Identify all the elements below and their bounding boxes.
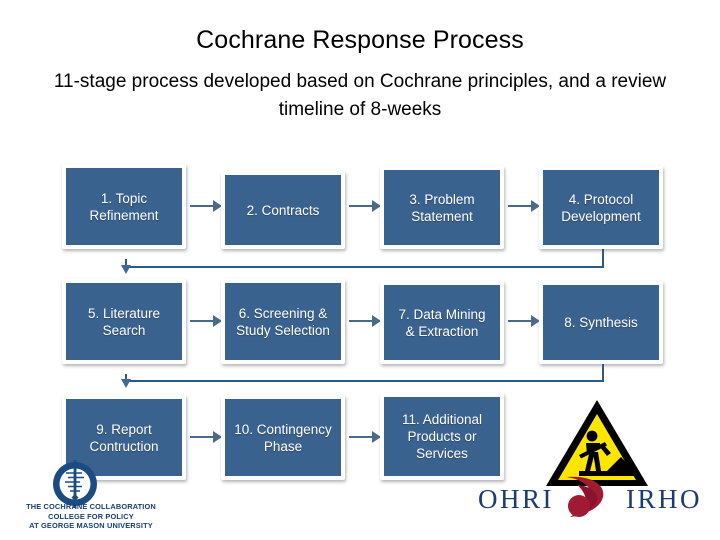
process-node-8-label: 8. Synthesis [564, 315, 638, 330]
process-node-1-label: 1. Topic Refinement [89, 190, 159, 223]
arrow-head-icon [531, 315, 540, 327]
ohri-label-left: OHRI [478, 484, 554, 514]
process-node-4[interactable]: 4. Protocol Development [539, 166, 663, 249]
warning-sign-icon [546, 400, 648, 486]
process-node-11-label: 11. Additional Products or Services [401, 412, 483, 461]
ohri-swoosh-icon [566, 476, 604, 517]
arrow-stem [349, 436, 373, 438]
wrap-segment-vertical-right [602, 249, 604, 267]
process-node-11-fill: 11. Additional Products or Services [384, 397, 500, 476]
wrap-segment-vertical-right [602, 364, 604, 381]
process-node-1[interactable]: 1. Topic Refinement [62, 164, 186, 249]
process-node-6-fill: 6. Screening & Study Selection [225, 283, 341, 360]
arrow-7-to-8 [508, 314, 540, 328]
process-node-10-fill: 10. Contingency Phase [225, 399, 341, 476]
arrow-stem [508, 320, 532, 322]
arrow-stem [349, 320, 373, 322]
arrow-head-icon [372, 431, 381, 443]
process-node-4-label: 4. Protocol Development [561, 191, 641, 224]
arrow-2-to-3 [349, 199, 381, 213]
process-node-8[interactable]: 8. Synthesis [539, 281, 663, 364]
process-node-5-fill: 5. Literature Search [66, 283, 182, 360]
cochrane-collaboration-logo: THE COCHRANE COLLABORATION COLLEGE FOR P… [0, 460, 182, 540]
process-node-1-fill: 1. Topic Refinement [66, 168, 182, 245]
process-node-2-label: 2. Contracts [246, 202, 320, 218]
arrow-9-to-10 [190, 430, 222, 444]
page-title: Cochrane Response Process [196, 26, 524, 54]
process-node-5-label: 5. Literature Search [87, 305, 161, 338]
wrap-arrow-head-icon [121, 379, 131, 388]
construction-warning-sign-icon [543, 397, 651, 489]
process-node-2[interactable]: 2. Contracts [221, 171, 345, 249]
cochrane-forest-plot-icon [53, 460, 97, 508]
arrow-head-icon [213, 315, 222, 327]
arrow-3-to-4 [508, 199, 540, 213]
process-node-9-label: 9. Report Contruction [89, 421, 159, 454]
process-node-4-fill: 4. Protocol Development [543, 170, 659, 245]
process-node-10-label: 10. Contingency Phase [234, 421, 332, 454]
wrap-segment-horizontal [125, 266, 604, 268]
ohri-logo: OHRI IRHO [478, 476, 700, 524]
arrow-head-icon [213, 200, 222, 212]
arrow-head-icon [372, 200, 381, 212]
arrow-5-to-6 [190, 314, 222, 328]
ohri-label-right: IRHO [626, 484, 702, 514]
process-node-6[interactable]: 6. Screening & Study Selection [221, 279, 345, 364]
arrow-head-icon [213, 431, 222, 443]
process-node-7[interactable]: 7. Data Mining & Extraction [380, 281, 504, 364]
arrow-stem [508, 205, 532, 207]
process-node-8-fill: 8. Synthesis [543, 285, 659, 360]
arrow-1-to-2 [190, 199, 222, 213]
process-node-2-fill: 2. Contracts [225, 175, 341, 245]
process-node-7-label: 7. Data Mining & Extraction [398, 306, 486, 339]
process-node-5[interactable]: 5. Literature Search [62, 279, 186, 364]
arrow-stem [190, 436, 214, 438]
process-node-3[interactable]: 3. Problem Statement [380, 166, 504, 249]
process-node-9-fill: 9. Report Contruction [66, 399, 182, 476]
arrow-stem [190, 320, 214, 322]
wrap-segment-vertical-left [125, 374, 127, 381]
process-node-3-fill: 3. Problem Statement [384, 170, 500, 245]
page-subtitle: 11-stage process developed based on Coch… [53, 71, 667, 120]
process-node-10[interactable]: 10. Contingency Phase [221, 395, 345, 480]
process-node-7-fill: 7. Data Mining & Extraction [384, 285, 500, 360]
wrap-arrow-head-icon [121, 265, 131, 274]
wrap-segment-vertical-left [125, 259, 127, 267]
arrow-stem [190, 205, 214, 207]
process-node-3-label: 3. Problem Statement [409, 191, 475, 224]
wrap-segment-horizontal [125, 380, 604, 382]
arrow-stem [349, 205, 373, 207]
arrow-10-to-11 [349, 430, 381, 444]
process-node-11[interactable]: 11. Additional Products or Services [380, 393, 504, 480]
cochrane-logo-text: THE COCHRANE COLLABORATION COLLEGE FOR P… [26, 502, 156, 531]
arrow-head-icon [531, 200, 540, 212]
arrow-head-icon [372, 315, 381, 327]
arrow-6-to-7 [349, 314, 381, 328]
process-node-6-label: 6. Screening & Study Selection [236, 305, 330, 338]
